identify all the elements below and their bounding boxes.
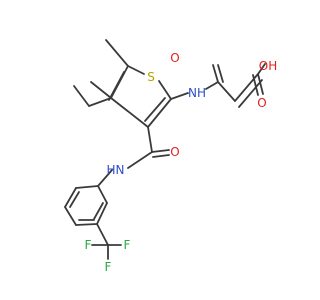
bond bbox=[205, 81, 219, 90]
bond bbox=[88, 97, 112, 107]
bond bbox=[93, 202, 104, 220]
molecule-structure: S NH O OH O O N H F F F bbox=[64, 39, 278, 274]
bond bbox=[75, 223, 98, 226]
carbonyl-oxygen-atom: O bbox=[170, 51, 179, 65]
bond bbox=[257, 63, 266, 75]
bond bbox=[97, 169, 113, 187]
bond bbox=[238, 79, 263, 108]
fluorine-atom-1: F bbox=[105, 260, 112, 274]
bond bbox=[75, 185, 99, 189]
bond bbox=[158, 80, 172, 100]
fluorine-atom-3: F bbox=[124, 238, 131, 252]
bond bbox=[64, 187, 77, 208]
bond bbox=[257, 73, 264, 95]
bond bbox=[127, 151, 153, 169]
atom-labels: S NH O OH O O N H F F F bbox=[85, 51, 278, 274]
molecule-canvas: S NH O OH O O N H F F F bbox=[64, 39, 278, 274]
bond bbox=[108, 71, 125, 101]
bond bbox=[212, 64, 219, 83]
fluorine-atom-2: F bbox=[85, 238, 92, 252]
bond bbox=[252, 74, 259, 96]
bond bbox=[152, 154, 170, 158]
bond bbox=[217, 81, 236, 102]
bond bbox=[170, 92, 189, 100]
amide2-hydrogen-atom: H bbox=[106, 163, 115, 177]
bond bbox=[147, 126, 153, 153]
bond bbox=[90, 81, 112, 99]
acid-carbonyl-oxygen-atom: O bbox=[257, 96, 266, 110]
amide-nh-atom: NH bbox=[188, 86, 206, 100]
bonds bbox=[64, 39, 266, 260]
bond bbox=[217, 64, 224, 83]
bond bbox=[73, 85, 90, 107]
bond bbox=[69, 191, 80, 208]
bond bbox=[96, 202, 108, 225]
bond bbox=[151, 149, 170, 153]
sulfur-atom: S bbox=[147, 70, 155, 84]
amide2-nitrogen-atom: N bbox=[116, 163, 125, 177]
bond bbox=[64, 206, 77, 226]
bond bbox=[127, 65, 145, 75]
bond bbox=[96, 223, 109, 246]
bond bbox=[97, 185, 108, 204]
acid-hydroxyl-atom: OH bbox=[259, 59, 277, 73]
bond bbox=[147, 98, 172, 128]
bond bbox=[105, 39, 129, 67]
bond bbox=[110, 97, 149, 128]
amide2-oxygen-atom: O bbox=[170, 145, 179, 159]
bond bbox=[144, 97, 166, 122]
